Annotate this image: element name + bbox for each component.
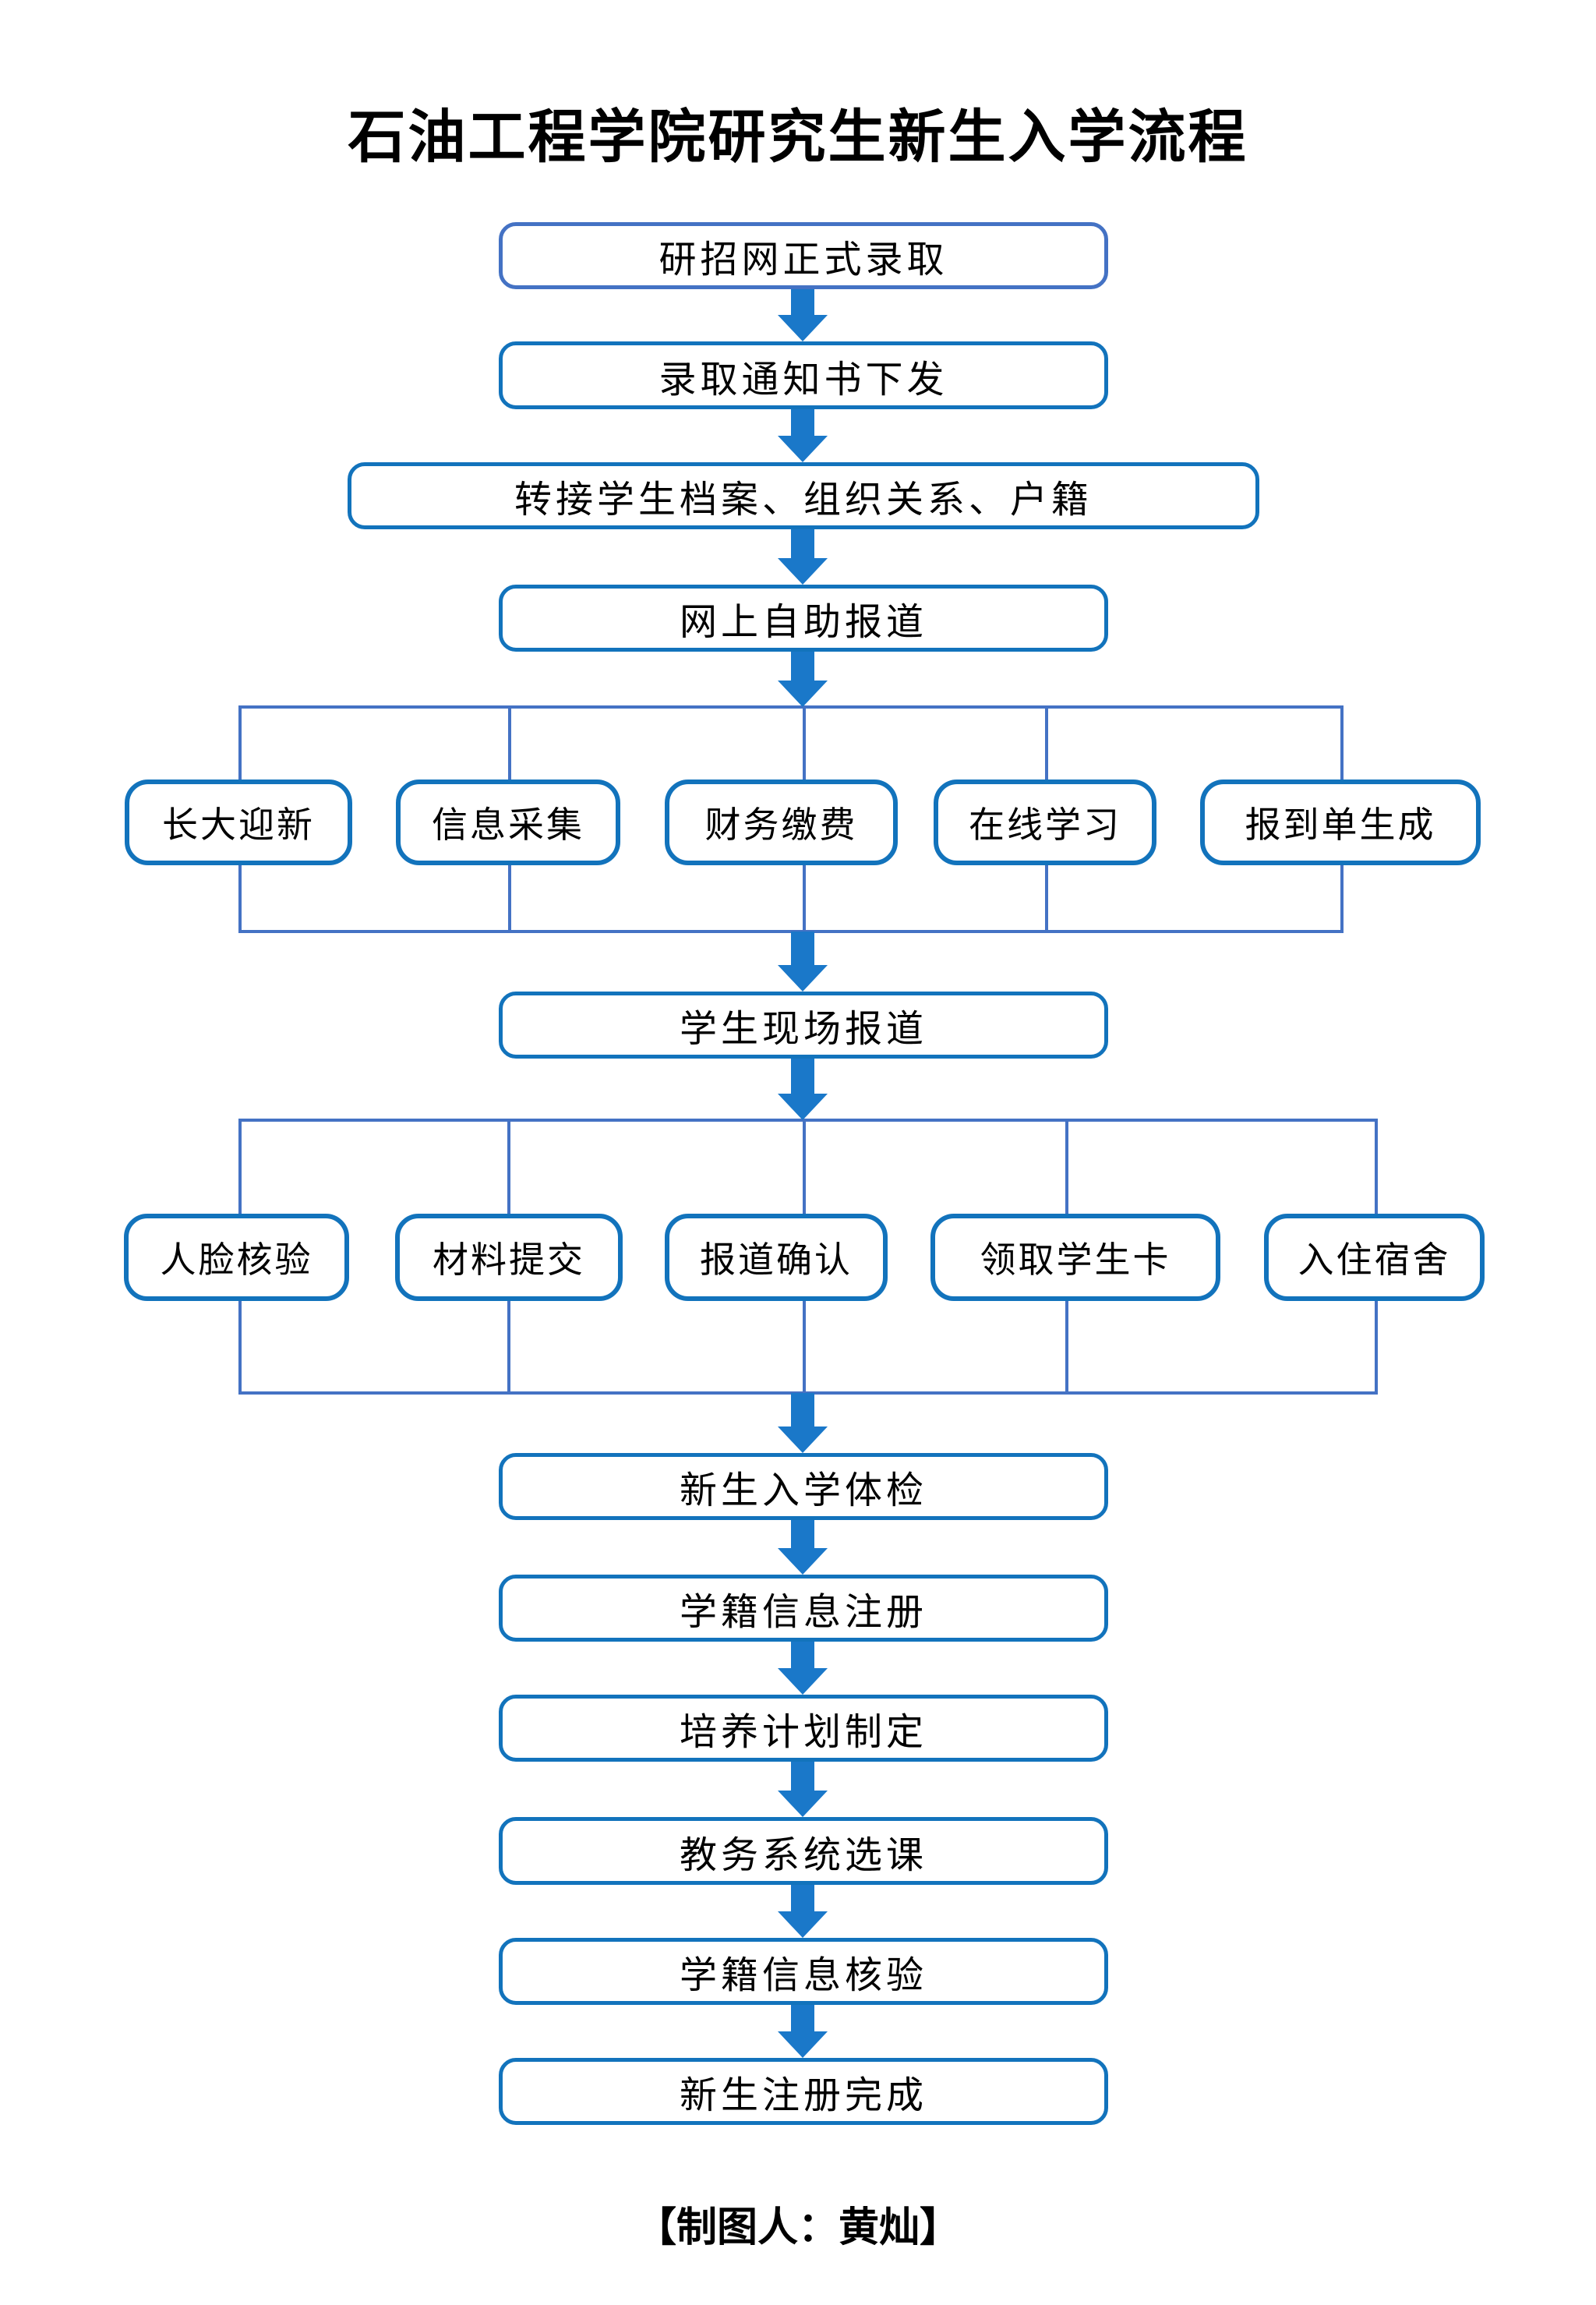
branch-2-box-3: 报道确认 — [665, 1214, 888, 1301]
branch-1-top-rail — [238, 705, 1344, 709]
arrow-head — [778, 2031, 828, 2058]
flow-step-2: 录取通知书下发 — [499, 341, 1108, 409]
flow-step-6: 新生入学体检 — [499, 1453, 1108, 1520]
arrow-down-icon — [778, 1885, 828, 1938]
arrow-head — [778, 436, 828, 462]
arrow-shaft — [791, 1762, 814, 1792]
arrow-down-icon — [778, 529, 828, 585]
branch-1-box-1: 长大迎新 — [125, 780, 352, 865]
author-credit: 【制图人：黄灿】 — [635, 2204, 960, 2251]
branch-1-box-4: 在线学习 — [934, 780, 1156, 865]
flow-step-10: 学籍信息核验 — [499, 1938, 1108, 2005]
arrow-head — [778, 315, 828, 341]
branch-1-box-3: 财务缴费 — [665, 780, 898, 865]
arrow-shaft — [791, 1059, 814, 1095]
arrow-down-icon — [778, 1059, 828, 1120]
arrow-shaft — [791, 1520, 814, 1550]
arrow-down-icon — [778, 1520, 828, 1575]
flow-step-11: 新生注册完成 — [499, 2058, 1108, 2125]
arrow-shaft — [791, 529, 814, 560]
page-title: 石油工程学院研究生新生入学流程 — [348, 104, 1248, 171]
arrow-shaft — [791, 1393, 814, 1428]
arrow-head — [778, 965, 828, 992]
flow-step-8: 培养计划制定 — [499, 1695, 1108, 1762]
flow-step-9: 教务系统选课 — [499, 1817, 1108, 1885]
arrow-head — [778, 1094, 828, 1120]
arrow-shaft — [791, 932, 814, 967]
flow-step-7: 学籍信息注册 — [499, 1575, 1108, 1642]
branch-2-box-2: 材料提交 — [395, 1214, 623, 1301]
branch-1-box-5: 报到单生成 — [1200, 780, 1481, 865]
arrow-shaft — [791, 2005, 814, 2033]
arrow-down-icon — [778, 2005, 828, 2058]
flow-step-3: 转接学生档案、组织关系、户籍 — [348, 462, 1259, 529]
branch-2-box-4: 领取学生卡 — [930, 1214, 1220, 1301]
arrow-down-icon — [778, 289, 828, 341]
arrow-head — [778, 1548, 828, 1575]
flow-step-1: 研招网正式录取 — [499, 222, 1108, 289]
arrow-head — [778, 1791, 828, 1817]
arrow-head — [778, 1426, 828, 1453]
arrow-shaft — [791, 409, 814, 437]
arrow-shaft — [791, 1642, 814, 1670]
arrow-shaft — [791, 1885, 814, 1913]
arrow-head — [778, 1668, 828, 1695]
arrow-down-icon — [778, 1762, 828, 1817]
arrow-shaft — [791, 289, 814, 316]
arrow-head — [778, 1911, 828, 1938]
arrow-head — [778, 681, 828, 707]
arrow-down-icon — [778, 1393, 828, 1453]
branch-1-box-2: 信息采集 — [396, 780, 620, 865]
arrow-head — [778, 558, 828, 585]
arrow-down-icon — [778, 409, 828, 462]
branch-2-box-1: 人脸核验 — [124, 1214, 349, 1301]
arrow-shaft — [791, 652, 814, 682]
branch-2-top-rail — [238, 1119, 1375, 1122]
arrow-down-icon — [778, 932, 828, 992]
branch-2-box-5: 入住宿舍 — [1264, 1214, 1485, 1301]
arrow-down-icon — [778, 652, 828, 707]
flow-step-4: 网上自助报道 — [499, 585, 1108, 652]
arrow-down-icon — [778, 1642, 828, 1695]
flow-step-5: 学生现场报道 — [499, 992, 1108, 1059]
